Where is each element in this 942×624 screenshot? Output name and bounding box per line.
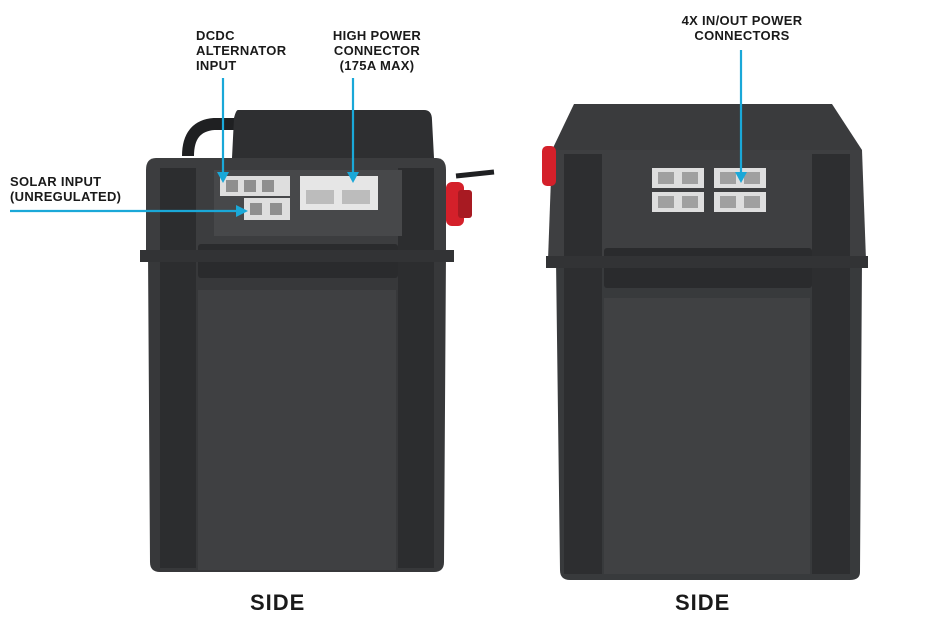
solar-line-2: (UNREGULATED) [10, 189, 122, 204]
dcdc-line-1: DCDC [196, 28, 235, 43]
high-power-line-2: CONNECTOR [333, 43, 421, 58]
high-power-connector [300, 176, 378, 210]
left-handle [182, 118, 238, 157]
inout-line-1: 4X IN/OUT POWER [681, 13, 803, 28]
right-pillar-r [812, 154, 850, 574]
right-pillar-l [564, 154, 602, 574]
dcdc-connector [220, 176, 290, 196]
left-lid [232, 110, 434, 158]
high-power-callout-label: HIGH POWER CONNECTOR (175A MAX) [318, 28, 436, 73]
callout-arrows [10, 50, 747, 217]
right-battery [542, 104, 868, 580]
left-side-caption: SIDE [250, 590, 306, 615]
solar-callout-label: SOLAR INPUT (UNREGULATED) [10, 174, 121, 204]
left-battery [140, 110, 495, 572]
solar-arrow-head [236, 205, 248, 217]
dcdc-callout-label: DCDC ALTERNATOR INPUT [196, 28, 286, 73]
left-cable [455, 169, 495, 179]
right-red-knob [542, 146, 556, 186]
right-front-panel [604, 298, 810, 574]
left-front-panel [198, 290, 396, 570]
left-pillar-l [160, 168, 196, 568]
right-body-top [548, 150, 866, 260]
dcdc-arrow-head [217, 172, 229, 183]
left-rim [140, 250, 454, 262]
right-rim [546, 256, 868, 268]
high-power-line-1: HIGH POWER [332, 28, 422, 43]
high-power-arrow-head [347, 172, 359, 183]
high-power-line-3: (175A MAX) [339, 58, 415, 73]
right-top [552, 104, 862, 150]
left-red-knob-cap [458, 190, 472, 218]
dcdc-line-3: INPUT [196, 58, 237, 73]
inout-arrow-head [735, 172, 747, 183]
right-side-caption: SIDE [675, 590, 731, 615]
left-pillar-r [398, 168, 434, 568]
solar-line-1: SOLAR INPUT [10, 174, 102, 189]
inout-line-2: CONNECTORS [694, 28, 790, 43]
inout-callout-label: 4X IN/OUT POWER CONNECTORS [672, 13, 812, 43]
dcdc-line-2: ALTERNATOR [196, 43, 287, 58]
solar-connector [244, 198, 290, 220]
